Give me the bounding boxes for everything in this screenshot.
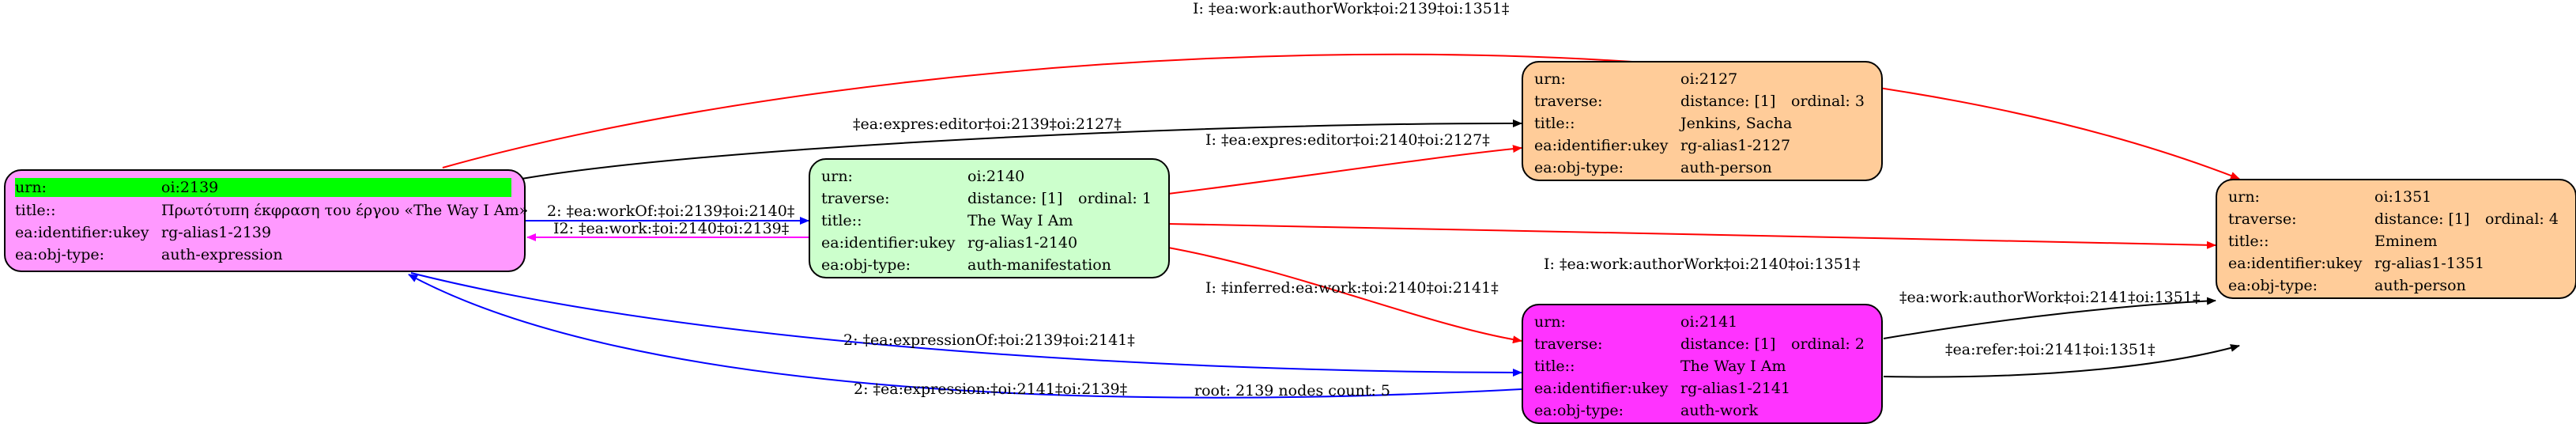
title-key: title:: xyxy=(1534,115,1575,132)
urn-key: urn: xyxy=(1534,70,1566,88)
type-value: auth-person xyxy=(1680,159,1772,176)
distance-value: distance: [1] xyxy=(2374,210,2470,228)
edge-expressionof-2139-2141 xyxy=(410,272,1522,377)
title-key: title:: xyxy=(15,202,56,219)
urn-key: urn: xyxy=(2228,188,2260,206)
type-key: ea:obj-type: xyxy=(15,246,105,263)
ordinal-value: ordinal: 1 xyxy=(1078,190,1152,207)
type-value: auth-person xyxy=(2374,277,2466,294)
node-2127[interactable]: urn: oi:2127 traverse: distance: [1] ord… xyxy=(1522,61,1883,181)
edge-expres-editor-2140-2127 xyxy=(1167,145,1522,195)
type-value: auth-manifestation xyxy=(967,256,1111,274)
urn-value: oi:2127 xyxy=(1680,70,1738,88)
edge-label-expression-2141-2139: 2: ‡ea:expression:‡oi:2141‡oi:2139‡ xyxy=(854,380,1127,398)
node-1351[interactable]: urn: oi:1351 traverse: distance: [1] ord… xyxy=(2216,179,2576,299)
edge-label-work-2140-2139: I2: ‡ea:work:‡oi:2140‡oi:2139‡ xyxy=(553,220,789,237)
ukey-key: ea:identifier:ukey xyxy=(1534,137,1669,154)
type-key: ea:obj-type: xyxy=(1534,402,1624,419)
edge-authorwork-2139-1351 xyxy=(442,53,2240,180)
type-key: ea:obj-type: xyxy=(821,256,911,274)
title-value: Πρωτότυπη έκφραση του έργου «The Way I A… xyxy=(161,202,529,219)
node-2140[interactable]: urn: oi:2140 traverse: distance: [1] ord… xyxy=(809,158,1170,278)
edge-label-authorwork-2140-1351: I: ‡ea:work:authorWork‡oi:2140‡oi:1351‡ xyxy=(1544,256,1860,273)
edge-authorwork-2140-1351 xyxy=(1167,223,2216,249)
ukey-key: ea:identifier:ukey xyxy=(821,234,956,252)
title-value: The Way I Am xyxy=(1680,358,1786,375)
title-value: The Way I Am xyxy=(967,212,1073,229)
ukey-value: rg-alias1-2127 xyxy=(1680,137,1791,154)
traverse-key: traverse: xyxy=(1534,93,1603,110)
ukey-value: rg-alias1-2141 xyxy=(1680,380,1791,397)
traverse-key: traverse: xyxy=(2228,210,2297,228)
ukey-value: rg-alias1-2140 xyxy=(967,234,1078,252)
traverse-key: traverse: xyxy=(1534,335,1603,353)
distance-value: distance: [1] xyxy=(1680,335,1776,353)
title-value: Eminem xyxy=(2374,233,2438,250)
ukey-key: ea:identifier:ukey xyxy=(2228,255,2363,272)
edge-label-authorwork-2139-1351: I: ‡ea:work:authorWork‡oi:2139‡oi:1351‡ xyxy=(1193,0,1509,17)
type-key: ea:obj-type: xyxy=(1534,159,1624,176)
edge-expres-editor-2139-2127 xyxy=(521,119,1522,180)
edge-inferred-work-2140-2141 xyxy=(1167,247,1522,344)
ukey-key: ea:identifier:ukey xyxy=(1534,380,1669,397)
edge-label-inferred-work-2140-2141: I: ‡inferred:ea:work:‡oi:2140‡oi:2141‡ xyxy=(1205,279,1499,297)
urn-value: oi:2141 xyxy=(1680,313,1738,331)
node-2141[interactable]: urn: oi:2141 traverse: distance: [1] ord… xyxy=(1522,304,1883,424)
edge-label-expressionof-2139-2141: 2: ‡ea:expressionOf:‡oi:2139‡oi:2141‡ xyxy=(843,331,1135,349)
ukey-value: rg-alias1-2139 xyxy=(161,224,272,241)
distance-value: distance: [1] xyxy=(1680,93,1776,110)
urn-key: urn: xyxy=(821,168,853,185)
distance-value: distance: [1] xyxy=(967,190,1063,207)
urn-value: oi:2140 xyxy=(967,168,1025,185)
title-value: Jenkins, Sacha xyxy=(1680,115,1793,132)
title-key: title:: xyxy=(2228,233,2269,250)
ordinal-value: ordinal: 2 xyxy=(1791,335,1865,353)
ordinal-value: ordinal: 3 xyxy=(1791,93,1865,110)
type-key: ea:obj-type: xyxy=(2228,277,2318,294)
urn-value: oi:2139 xyxy=(161,179,219,196)
ordinal-value: ordinal: 4 xyxy=(2485,210,2559,228)
node-2139-urn-row: urn: oi:2139 xyxy=(15,178,511,197)
edge-authorwork-2141-1351 xyxy=(1883,297,2216,339)
edge-expression-2141-2139 xyxy=(408,274,1522,399)
title-key: title:: xyxy=(1534,358,1575,375)
urn-key: urn: xyxy=(1534,313,1566,331)
ukey-value: rg-alias1-1351 xyxy=(2374,255,2485,272)
edge-label-expres-editor-2140-2127: I: ‡ea:expres:editor‡oi:2140‡oi:2127‡ xyxy=(1205,131,1490,149)
graph-footer: root: 2139 nodes count: 5 xyxy=(1194,382,1391,399)
traverse-key: traverse: xyxy=(821,190,890,207)
urn-key: urn: xyxy=(15,179,47,196)
edge-label-workof-2139-2140: 2: ‡ea:workOf:‡oi:2139‡oi:2140‡ xyxy=(547,203,794,220)
title-key: title:: xyxy=(821,212,862,229)
urn-value: oi:1351 xyxy=(2374,188,2432,206)
edge-layer: I: ‡ea:work:authorWork‡oi:2139‡oi:1351‡ … xyxy=(408,0,2240,399)
type-value: auth-expression xyxy=(161,246,283,263)
edge-label-refer-2141-1351: ‡ea:refer:‡oi:2141‡oi:1351‡ xyxy=(1945,341,2155,358)
edge-label-expres-editor-2139-2127: ‡ea:expres:editor‡oi:2139‡oi:2127‡ xyxy=(853,115,1122,133)
type-value: auth-work xyxy=(1680,402,1759,419)
node-2139[interactable]: urn: oi:2139 title:: Πρωτότυπη έκφραση τ… xyxy=(4,169,529,272)
ukey-key: ea:identifier:ukey xyxy=(15,224,149,241)
edge-refer-2141-1351 xyxy=(1883,344,2240,378)
edge-label-authorwork-2141-1351: ‡ea:work:authorWork‡oi:2141‡oi:1351‡ xyxy=(1899,289,2200,306)
